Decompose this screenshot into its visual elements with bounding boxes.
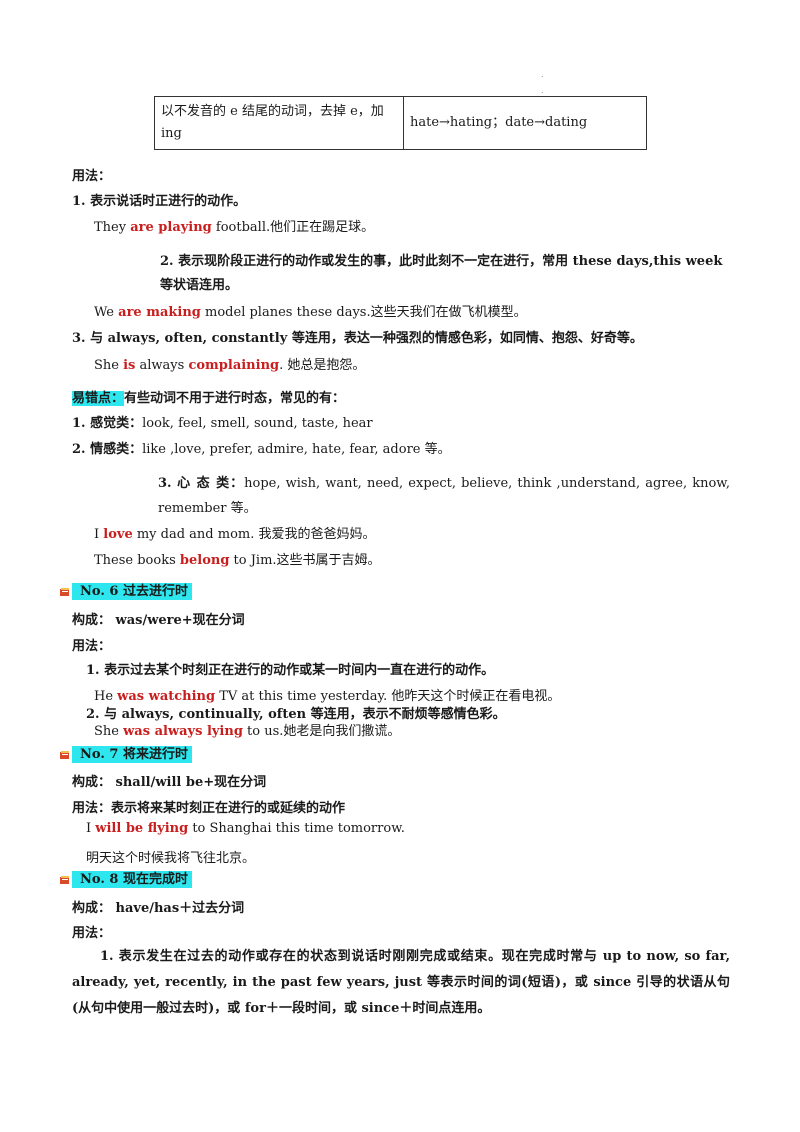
- form-line: 构成： was/were+现在分词: [72, 613, 245, 628]
- example-sentence: We are making model planes these days.这些…: [94, 305, 527, 320]
- example-sentence: They are playing football.他们正在踢足球。: [94, 220, 375, 235]
- form-line: 构成： shall/will be+现在分词: [72, 775, 267, 790]
- pitfall-heading: 易错点：有些动词不用于进行时态，常见的有：: [72, 391, 346, 406]
- corner-dot: .: [541, 70, 544, 79]
- table-cell-rule: 以不发音的 e 结尾的动词，去掉 e，加ing: [154, 96, 404, 150]
- usage-heading: 用法：: [72, 926, 112, 941]
- example-sentence: He was watching TV at this time yesterda…: [94, 689, 561, 704]
- example-sentence: She was always lying to us.她老是向我们撒谎。: [94, 724, 401, 739]
- usage-item-2: 2. 表示现阶段正进行的动作或发生的事，此时此刻不一定在进行，常用 these …: [160, 254, 723, 293]
- section-header-no7: No. 7 将来进行时: [60, 746, 192, 763]
- example-sentence: I love my dad and mom. 我爱我的爸爸妈妈。: [94, 527, 376, 542]
- usage-item-2: 2. 与 always, continually, often 等连用，表示不耐…: [86, 707, 506, 722]
- pitfall-item-2: 2. 情感类：like ,love, prefer, admire, hate,…: [72, 442, 451, 457]
- book-icon: [60, 587, 69, 596]
- book-icon: [60, 875, 69, 884]
- book-icon: [60, 750, 69, 759]
- usage-item-1: 1. 表示发生在过去的动作或存在的状态到说话时刚刚完成或结束。现在完成时常与 u…: [72, 949, 730, 1016]
- example-translation: 明天这个时候我将飞往北京。: [86, 851, 256, 866]
- section-header-no8: No. 8 现在完成时: [60, 871, 192, 888]
- table-row: 以不发音的 e 结尾的动词，去掉 e，加ing hate→hating；date…: [154, 96, 647, 150]
- usage-heading: 用法：: [72, 639, 112, 654]
- example-sentence: I will be flying to Shanghai this time t…: [86, 821, 405, 836]
- corner-dot: .: [541, 86, 544, 95]
- section-header-no6: No. 6 过去进行时: [60, 583, 192, 600]
- usage-item-3: 3. 与 always, often, constantly 等连用，表达一种强…: [72, 331, 643, 346]
- example-sentence: These books belong to Jim.这些书属于吉姆。: [94, 553, 381, 568]
- table-cell-example: hate→hating；date→dating: [403, 96, 647, 150]
- pitfall-item-1: 1. 感觉类：look, feel, smell, sound, taste, …: [72, 416, 373, 431]
- usage-heading: 用法：表示将来某时刻正在进行的或延续的动作: [72, 801, 346, 816]
- usage-item-1: 1. 表示说话时正进行的动作。: [72, 194, 247, 209]
- ing-rule-table: 以不发音的 e 结尾的动词，去掉 e，加ing hate→hating；date…: [154, 96, 647, 150]
- pitfall-item-3: 3. 心 态 类：hope, wish, want, need, expect,…: [158, 476, 730, 516]
- usage-heading: 用法：: [72, 169, 112, 184]
- example-sentence: She is always complaining. 她总是抱怨。: [94, 358, 366, 373]
- form-line: 构成： have/has＋过去分词: [72, 901, 245, 916]
- usage-item-1: 1. 表示过去某个时刻正在进行的动作或某一时间内一直在进行的动作。: [86, 663, 495, 678]
